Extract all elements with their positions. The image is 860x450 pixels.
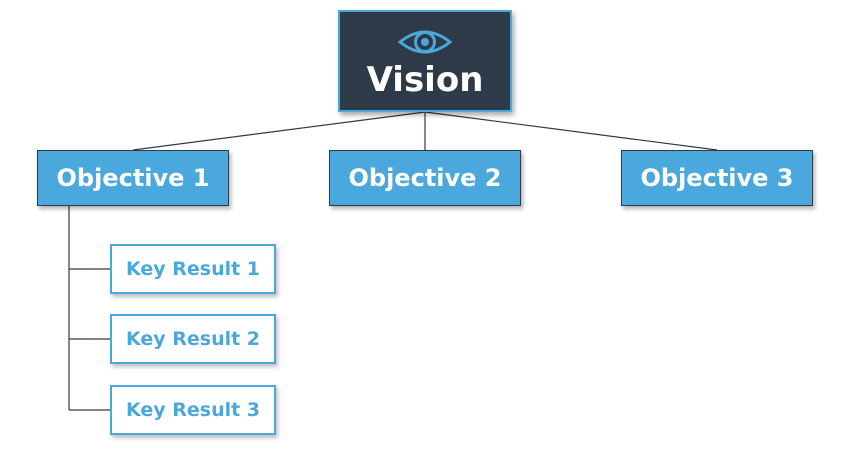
objective-2-node: Objective 2 xyxy=(329,150,521,206)
key-result-3-node: Key Result 3 xyxy=(110,385,276,435)
vision-title: Vision xyxy=(366,60,484,100)
key-result-2-node: Key Result 2 xyxy=(110,314,276,364)
vision-node: Vision xyxy=(338,10,512,112)
objective-3-node: Objective 3 xyxy=(621,150,813,206)
objective-1-node: Objective 1 xyxy=(37,150,229,206)
connector-vision-objective-3 xyxy=(424,111,718,151)
connector-vision-objective-1 xyxy=(132,111,426,151)
key-result-1-node: Key Result 1 xyxy=(110,244,276,294)
eye-icon xyxy=(397,30,453,54)
